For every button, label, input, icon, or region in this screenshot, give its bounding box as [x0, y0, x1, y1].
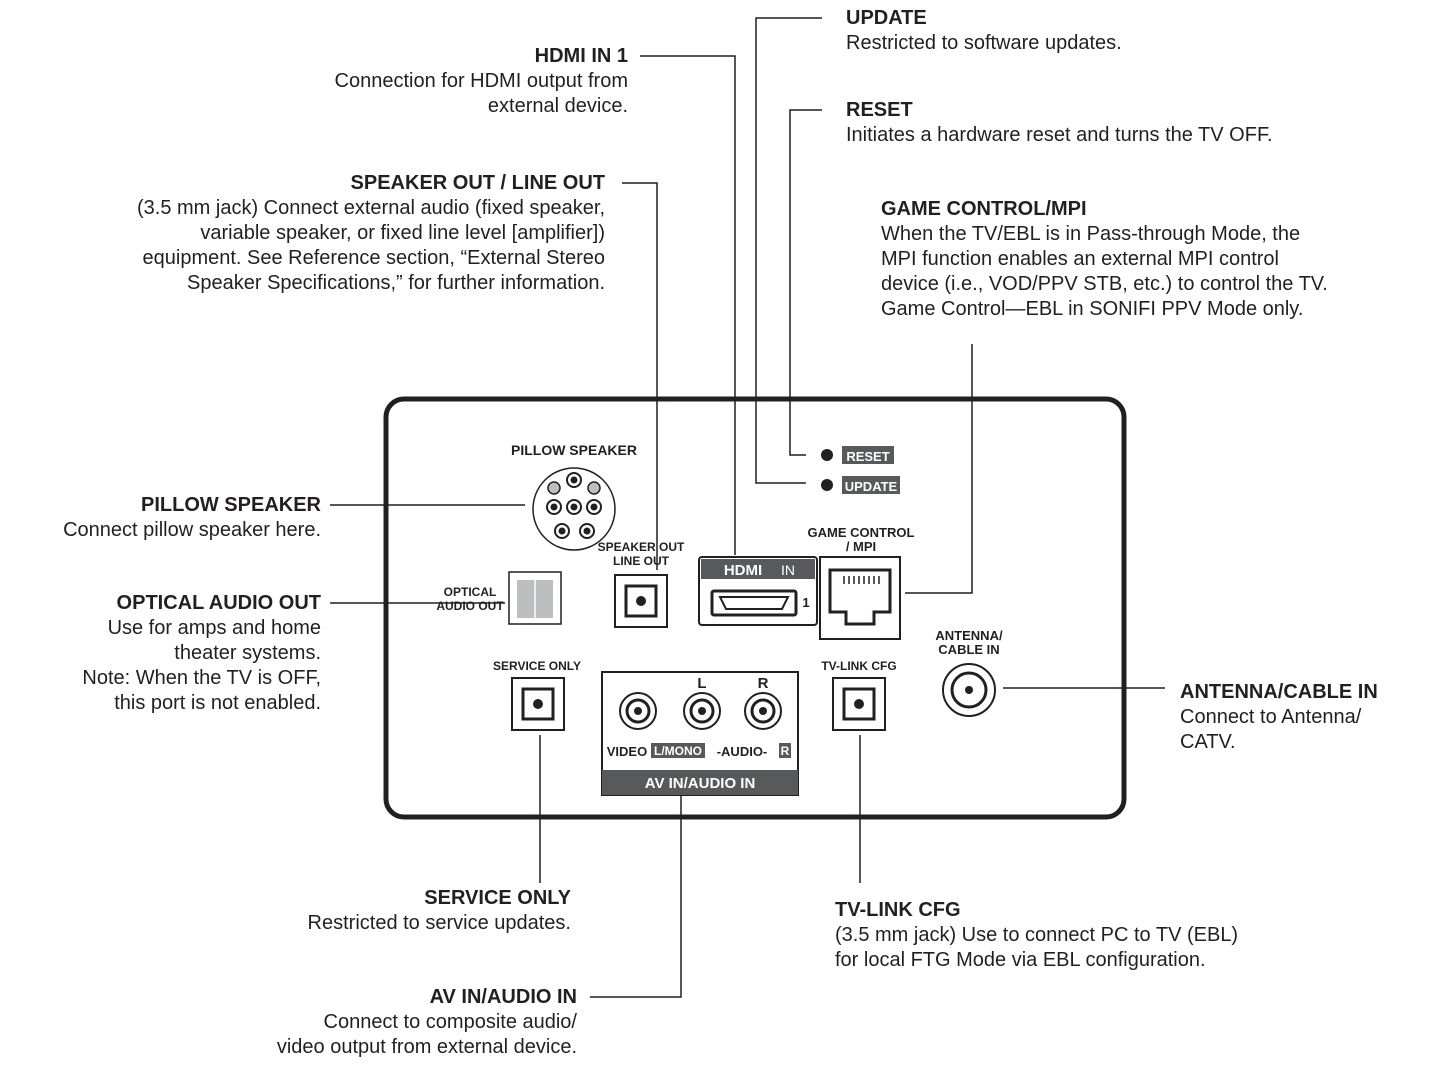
service-only-jack: [511, 677, 565, 731]
reset-dot: [821, 449, 833, 461]
av-in-title: AV IN/AUDIO IN: [429, 986, 577, 1008]
service-only-callout: SERVICE ONLY Restricted to service updat…: [308, 886, 571, 936]
hdmi-number: 1: [802, 595, 809, 610]
game-control-callout: GAME CONTROL/MPI When the TV/EBL is in P…: [881, 197, 1328, 322]
update-desc: Restricted to software updates.: [846, 32, 1122, 54]
game-control-panel-label-2: / MPI: [846, 539, 876, 554]
reset-title: RESET: [846, 99, 913, 121]
reset-label-box: [842, 446, 894, 464]
game-control-desc: When the TV/EBL is in Pass-through Mode,…: [881, 223, 1328, 320]
av-in-block: [601, 671, 799, 796]
hdmi-port: [698, 556, 818, 626]
tvlink-cfg-jack: [832, 677, 886, 731]
leader-update: [755, 17, 822, 484]
leader-av: [590, 795, 682, 998]
video-label: VIDEO: [607, 744, 647, 759]
mono-label: L/MONO: [654, 744, 702, 758]
update-panel-label: UPDATE: [845, 479, 898, 494]
tvlink-panel-label: TV-LINK CFG: [821, 659, 896, 673]
optical-audio-desc: Use for amps and home theater systems. N…: [82, 617, 321, 714]
pillow-speaker-callout: PILLOW SPEAKER Connect pillow speaker he…: [63, 493, 321, 543]
reset-desc: Initiates a hardware reset and turns the…: [846, 124, 1273, 146]
optical-audio-callout: OPTICAL AUDIO OUT Use for amps and home …: [82, 591, 321, 716]
speaker-out-desc: (3.5 mm jack) Connect external audio (fi…: [137, 197, 605, 294]
optical-port: [508, 571, 562, 625]
leader-lines: [330, 17, 1165, 998]
antenna-coax-port: [942, 663, 996, 717]
game-control-title: GAME CONTROL/MPI: [881, 198, 1087, 220]
audio-label: -AUDIO-: [717, 744, 768, 759]
update-callout: UPDATE Restricted to software updates.: [846, 6, 1122, 56]
antenna-panel-label-2: CABLE IN: [938, 642, 999, 657]
av-in-desc: Connect to composite audio/ video output…: [276, 1011, 577, 1058]
antenna-title: ANTENNA/CABLE IN: [1180, 681, 1378, 703]
audio-l-label: L: [697, 675, 706, 692]
hdmi-title: HDMI IN 1: [534, 45, 628, 67]
update-dot: [821, 479, 833, 491]
panel-outline: [383, 396, 1127, 820]
hdmi-callout: HDMI IN 1 Connection for HDMI output fro…: [335, 44, 628, 119]
hdmi-logo-text: HDMI: [724, 562, 762, 579]
av-in-bar-label: AV IN/AUDIO IN: [645, 775, 756, 792]
optical-panel-label-1: OPTICAL: [444, 585, 497, 599]
pillow-speaker-connector: [532, 467, 616, 551]
leader-reset: [789, 109, 822, 456]
speaker-out-callout: SPEAKER OUT / LINE OUT (3.5 mm jack) Con…: [137, 171, 605, 296]
optical-audio-title: OPTICAL AUDIO OUT: [116, 592, 321, 614]
game-control-rj45-port: [819, 556, 901, 640]
service-only-title: SERVICE ONLY: [424, 887, 571, 909]
tvlink-desc: (3.5 mm jack) Use to connect PC to TV (E…: [835, 924, 1239, 971]
av-in-callout: AV IN/AUDIO IN Connect to composite audi…: [277, 985, 577, 1060]
antenna-callout: ANTENNA/CABLE IN Connect to Antenna/ CAT…: [1180, 680, 1378, 755]
service-only-panel-label: SERVICE ONLY: [493, 659, 581, 673]
hdmi-desc: Connection for HDMI output from external…: [334, 70, 628, 117]
tvlink-callout: TV-LINK CFG (3.5 mm jack) Use to connect…: [835, 898, 1238, 973]
antenna-panel-label-1: ANTENNA/: [935, 628, 1003, 643]
speaker-out-panel-label-1: SPEAKER OUT: [598, 540, 685, 554]
r-box-label: R: [781, 744, 790, 758]
update-label-box: [842, 476, 900, 494]
update-title: UPDATE: [846, 7, 927, 29]
speaker-out-panel-label-2: LINE OUT: [613, 554, 670, 568]
speaker-out-title: SPEAKER OUT / LINE OUT: [350, 172, 605, 194]
antenna-desc: Connect to Antenna/ CATV.: [1180, 706, 1362, 753]
optical-panel-label-2: AUDIO OUT: [436, 599, 504, 613]
reset-panel-label: RESET: [846, 449, 889, 464]
hdmi-in-text: IN: [781, 562, 795, 578]
pillow-speaker-title: PILLOW SPEAKER: [140, 494, 321, 516]
leader-speaker: [622, 182, 658, 570]
game-control-panel-label-1: GAME CONTROL: [808, 525, 915, 540]
audio-r-label: R: [758, 675, 769, 692]
pillow-speaker-desc: Connect pillow speaker here.: [63, 519, 321, 541]
leader-hdmi: [640, 55, 736, 555]
reset-callout: RESET Initiates a hardware reset and tur…: [846, 98, 1273, 148]
pillow-speaker-panel-label: PILLOW SPEAKER: [511, 442, 637, 458]
tvlink-title: TV-LINK CFG: [835, 899, 961, 921]
leader-game: [905, 344, 973, 594]
service-only-desc: Restricted to service updates.: [307, 912, 571, 934]
speaker-out-jack: [614, 574, 668, 628]
